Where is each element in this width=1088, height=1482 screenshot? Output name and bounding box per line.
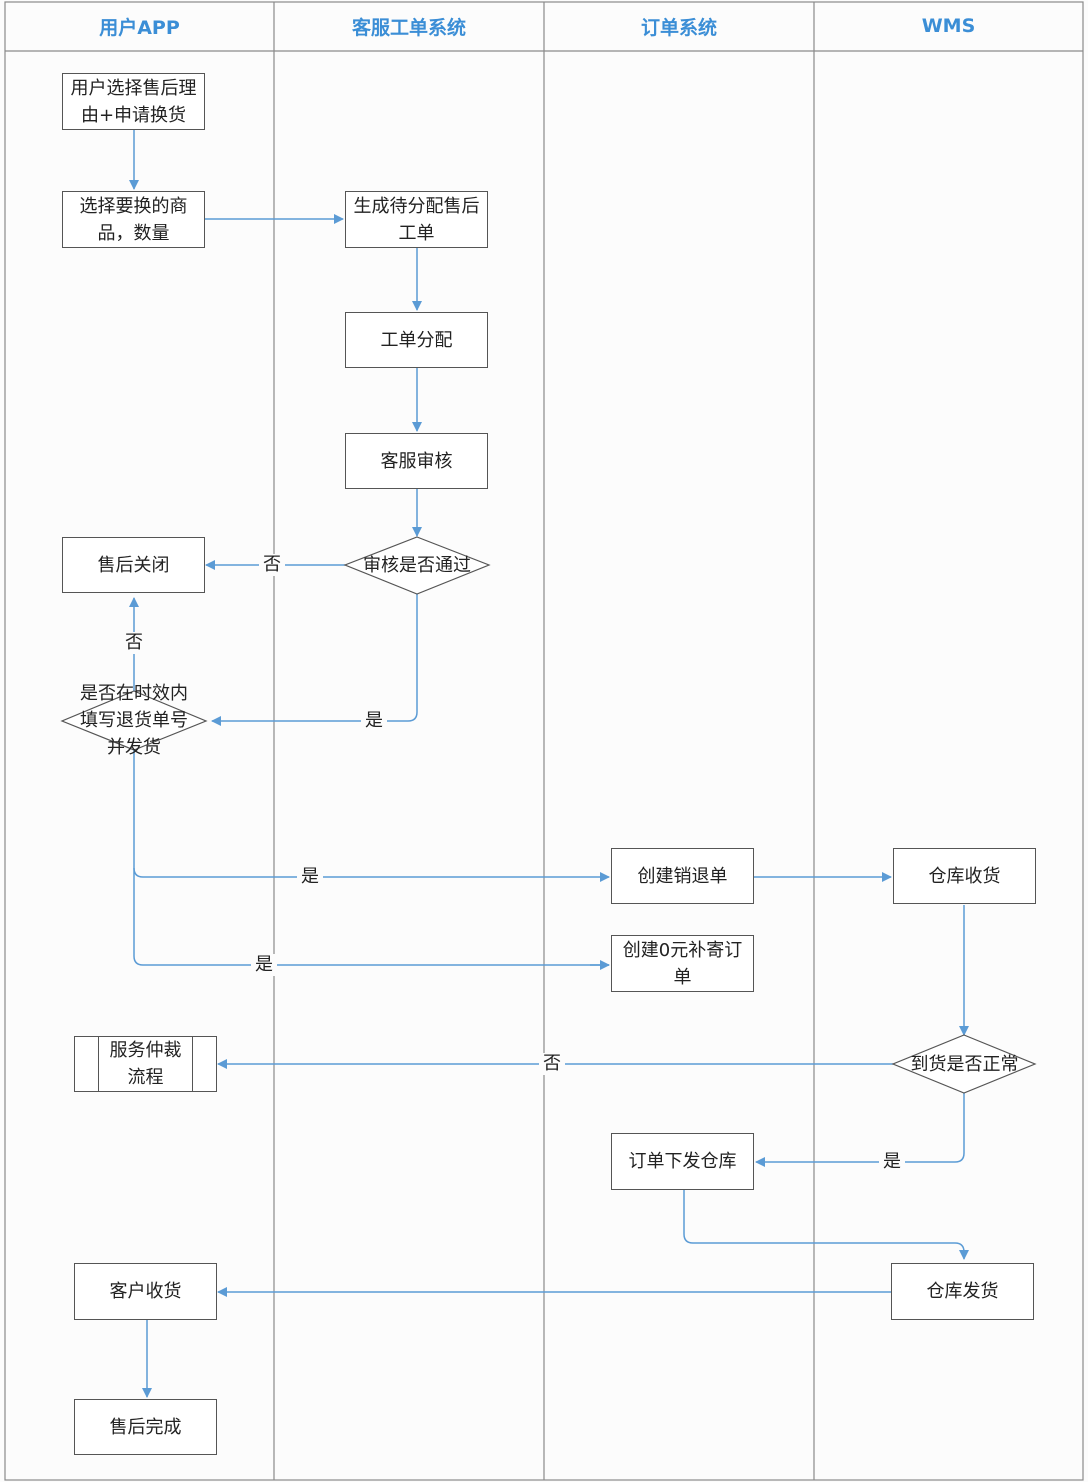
- edge-label-time-no: 否: [121, 632, 147, 654]
- node-create-zero-order: 创建0元补寄订单: [611, 935, 754, 992]
- decision-within-time-line1: 是否在时效内: [80, 683, 188, 704]
- edge-label-review-yes: 是: [361, 710, 387, 732]
- node-aftersale-done: 售后完成: [74, 1399, 217, 1455]
- decision-within-time-line3: 并发货: [107, 737, 161, 758]
- edge-label-review-no: 否: [259, 554, 285, 576]
- lane-header-cs-system: 客服工单系统: [351, 16, 466, 39]
- node-warehouse-receive: 仓库收货: [893, 848, 1036, 904]
- node-warehouse-ship: 仓库发货: [891, 1263, 1034, 1320]
- edge-label-arrival-no: 否: [539, 1053, 565, 1075]
- decision-arrival-normal-label: 到货是否正常: [910, 1054, 1019, 1075]
- subprocess-left-bar: [98, 1037, 99, 1091]
- edge-label-return-yes: 是: [297, 866, 323, 888]
- edge-review-yes: [211, 594, 418, 726]
- lane-header-wms: WMS: [921, 15, 976, 37]
- edge-arrival-yes: [755, 1093, 965, 1167]
- node-order-to-warehouse: 订单下发仓库: [611, 1133, 754, 1190]
- node-gen-ticket: 生成待分配售后工单: [345, 191, 488, 248]
- node-assign-ticket: 工单分配: [345, 312, 488, 368]
- edge-time-yes-zero: [133, 868, 609, 966]
- node-select-reason: 用户选择售后理由+申请换货: [62, 73, 205, 130]
- node-arbitration: 服务仲裁流程: [74, 1036, 217, 1092]
- node-select-goods: 选择要换的商品，数量: [62, 191, 205, 248]
- lane-header-user-app: 用户APP: [99, 16, 180, 39]
- subprocess-right-bar: [192, 1037, 193, 1091]
- edge-label-zero-yes: 是: [251, 954, 277, 976]
- decision-arrival-normal: [891, 1034, 1037, 1094]
- decision-within-time-line2: 填写退货单号: [80, 710, 188, 731]
- edge-label-arrival-yes: 是: [879, 1151, 905, 1173]
- arbitration-label: 服务仲裁流程: [109, 1040, 182, 1088]
- decision-review-pass-label: 审核是否通过: [363, 555, 471, 576]
- lane-header-order-system: 订单系统: [640, 16, 717, 39]
- edge-time-yes-return: [133, 750, 610, 882]
- decision-within-time: [60, 690, 208, 751]
- decision-review-pass: [343, 536, 491, 595]
- node-create-return: 创建销退单: [611, 848, 754, 904]
- node-aftersale-close: 售后关闭: [62, 537, 205, 593]
- node-cs-review: 客服审核: [345, 433, 488, 489]
- node-customer-receive: 客户收货: [74, 1263, 217, 1320]
- edge-order-to-ship: [683, 1190, 969, 1260]
